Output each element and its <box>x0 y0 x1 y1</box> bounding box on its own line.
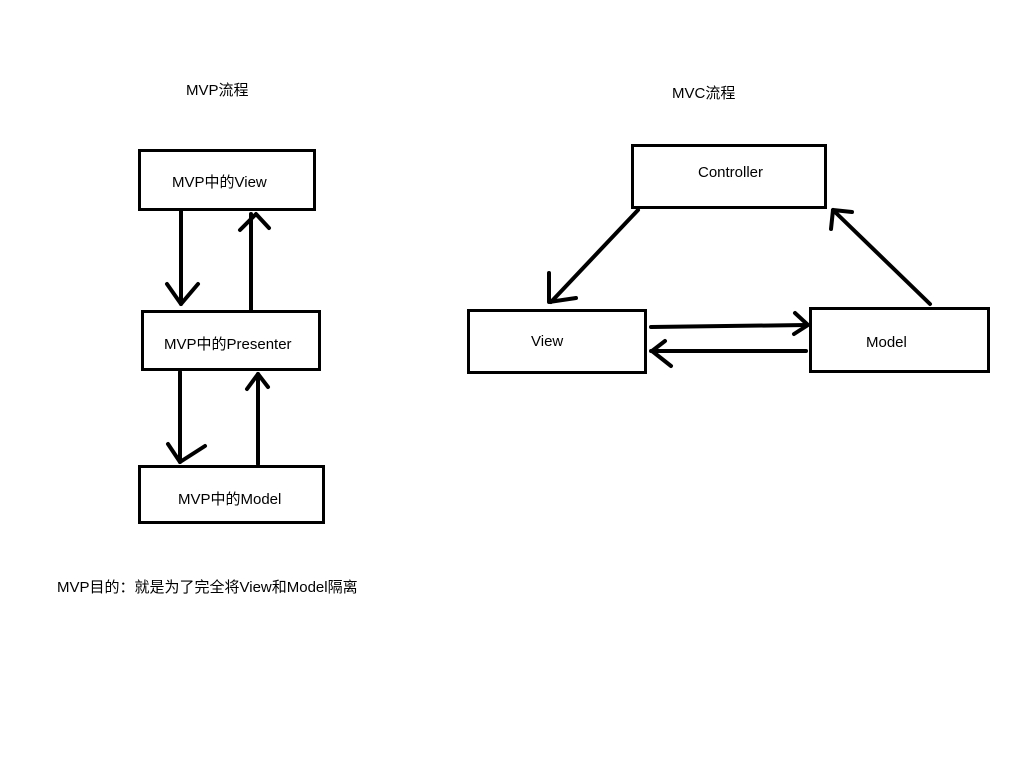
mvp-arrow-model-to-presenter <box>245 372 270 466</box>
mvc-view-box: View <box>467 309 647 374</box>
mvp-purpose-note: MVP目的：就是为了完全将View和Model隔离 <box>57 579 358 596</box>
mvp-presenter-box: MVP中的Presenter <box>141 310 321 371</box>
mvp-model-label: MVP中的Model <box>178 491 282 508</box>
mvp-arrow-presenter-to-view <box>238 212 271 312</box>
mvp-view-label: MVP中的View <box>172 174 267 191</box>
mvc-view-label: View <box>531 333 564 350</box>
mvc-arrow-model-to-view <box>649 339 808 368</box>
mvp-arrow-presenter-to-model <box>166 370 207 464</box>
mvc-arrow-model-to-controller <box>829 208 932 306</box>
mvc-arrow-controller-to-view <box>547 208 640 304</box>
mvp-presenter-label: MVP中的Presenter <box>164 336 292 353</box>
mvp-arrow-view-to-presenter <box>165 208 200 306</box>
mvc-arrow-view-to-model <box>649 311 810 336</box>
mvc-controller-label: Controller <box>698 164 764 181</box>
mvc-title: MVC流程 <box>672 85 736 102</box>
mvp-model-box: MVP中的Model <box>138 465 325 524</box>
mvc-model-box: Model <box>809 307 990 373</box>
mvc-controller-box: Controller <box>631 144 827 209</box>
mvp-view-box: MVP中的View <box>138 149 316 211</box>
mvc-model-label: Model <box>866 334 907 351</box>
mvp-title: MVP流程 <box>186 82 249 99</box>
